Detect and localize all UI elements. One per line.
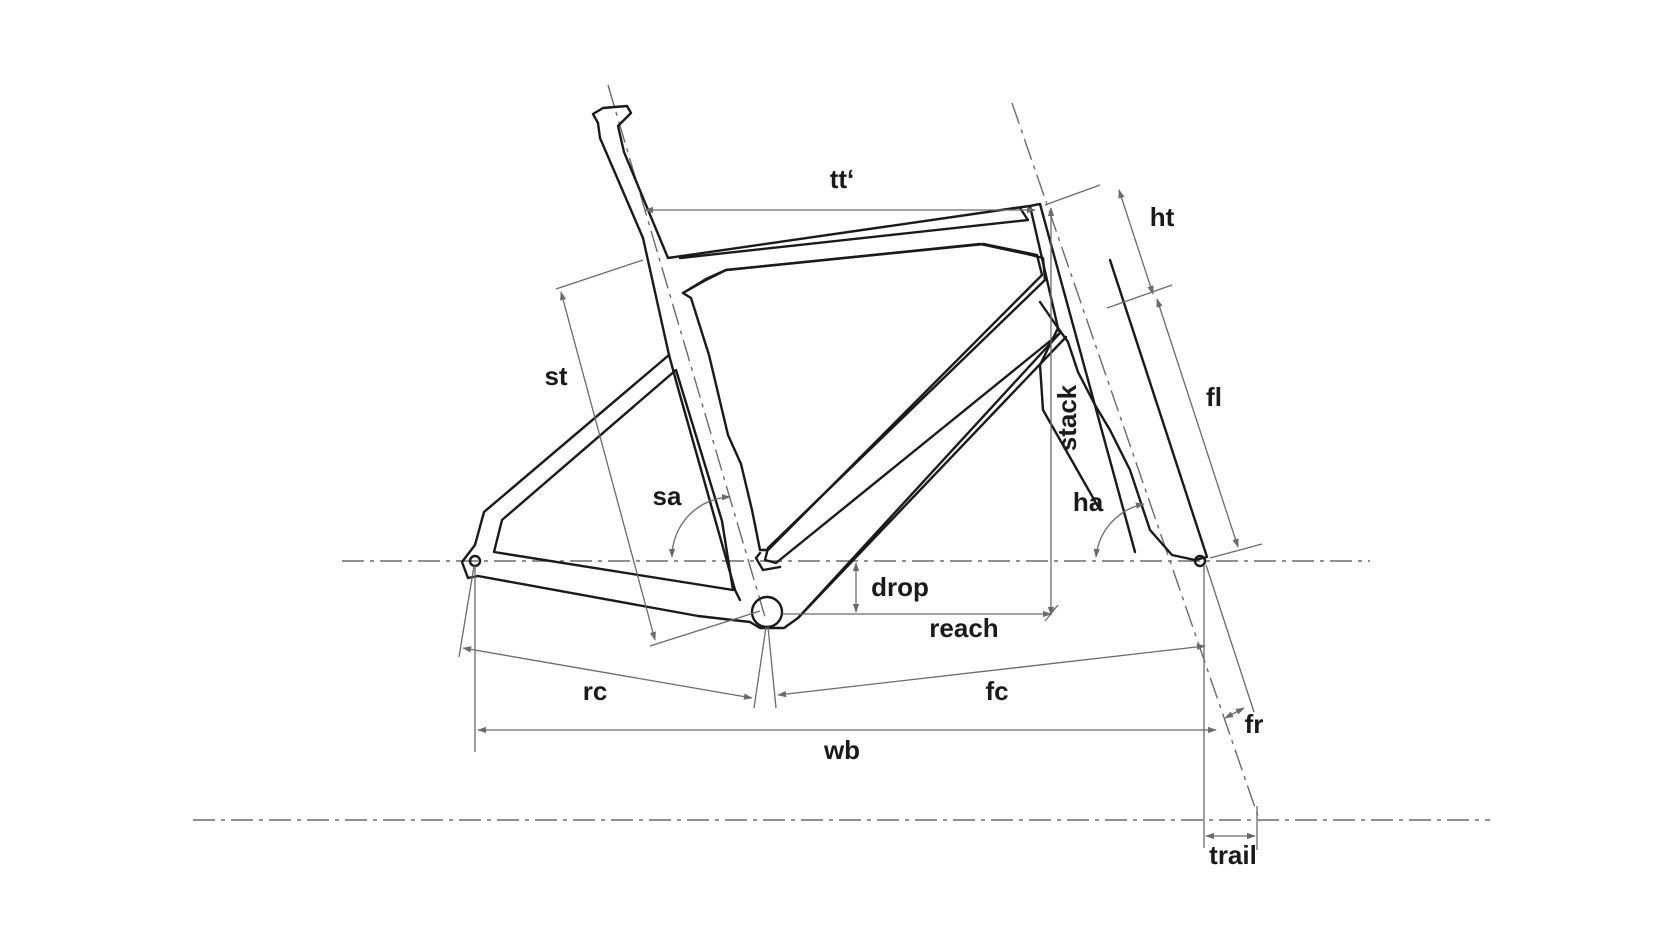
main-triangle-window — [681, 242, 1044, 552]
fc-dimension — [777, 643, 1206, 698]
seat-stay-outer — [460, 353, 671, 580]
rc-dimension — [462, 646, 753, 700]
fl-extension-bottom — [1209, 543, 1263, 559]
wb-label: wb — [823, 735, 860, 765]
st-extension-bottom — [649, 610, 761, 647]
tt-label: tt‘ — [830, 164, 855, 194]
ht-extension-top — [1044, 184, 1101, 206]
ht-dimension — [1118, 189, 1154, 295]
fr-offset-line — [1205, 564, 1255, 713]
reach-label: reach — [929, 613, 998, 643]
bottom-bracket-shell — [750, 595, 784, 629]
ht-label: ht — [1150, 202, 1175, 232]
seat-tube-axis — [607, 84, 766, 618]
sa-arc — [668, 494, 731, 558]
rc-extension-bb — [753, 626, 767, 709]
fc-extension-bb — [767, 626, 777, 709]
fr-dimension — [1224, 707, 1245, 719]
trail-label: trail — [1209, 840, 1257, 870]
fork-outline — [1028, 202, 1209, 562]
cable-stop — [754, 551, 782, 572]
fl-label: fl — [1206, 382, 1222, 412]
rear-triangle-window — [492, 368, 735, 592]
rc-extension-rear — [458, 565, 475, 658]
frame-outer-upper — [591, 104, 1137, 554]
ha-arc — [1093, 502, 1145, 558]
fc-label: fc — [985, 676, 1008, 706]
fr-label: fr — [1245, 709, 1264, 739]
st-label: st — [544, 361, 567, 391]
steering-axis — [1011, 102, 1261, 823]
down-tube-lower — [796, 331, 1062, 620]
frame-top-tube-underside — [678, 206, 1030, 260]
st-extension-top — [555, 259, 644, 290]
reach-tick — [1044, 604, 1059, 622]
drop-label: drop — [871, 572, 929, 602]
fl-dimension — [1156, 298, 1239, 548]
front-dropout — [1193, 554, 1207, 568]
stack-label: stack — [1052, 384, 1082, 451]
sa-label: sa — [653, 481, 682, 511]
ha-label: ha — [1073, 487, 1104, 517]
st-dimension — [560, 291, 656, 641]
seat-tube-edge — [641, 236, 742, 602]
bike-frame — [460, 104, 1209, 630]
ht-extension-bottom — [1106, 284, 1173, 309]
rc-label: rc — [583, 676, 608, 706]
